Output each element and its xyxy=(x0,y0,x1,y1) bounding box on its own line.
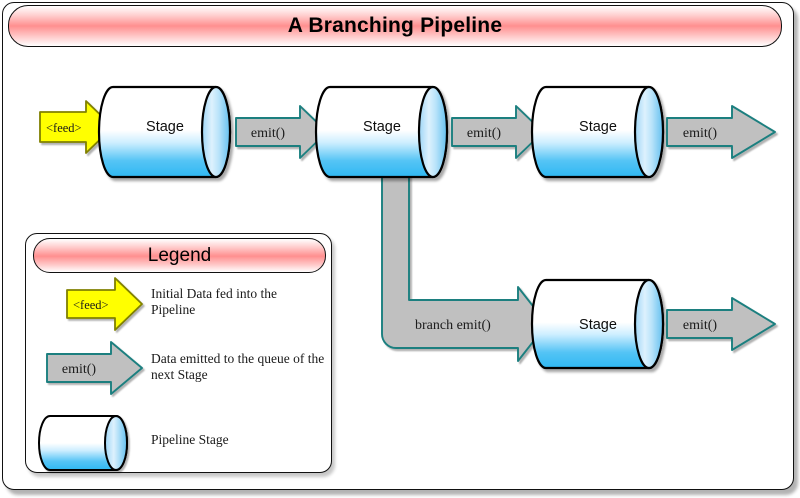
legend-emit-arrow-label: emit() xyxy=(62,362,97,377)
emit-arrow-2[interactable]: emit() xyxy=(451,105,544,159)
legend-item-2-description: Pipeline Stage xyxy=(151,432,229,447)
legend-feed-arrow-icon: <feed> xyxy=(66,277,143,331)
emit-arrow-1-label: emit() xyxy=(251,126,286,141)
legend-symbols: <feed> emit() xyxy=(38,277,143,471)
stage-4-label: Stage xyxy=(579,317,617,333)
legend: Legend xyxy=(25,233,332,473)
stage-3-label: Stage xyxy=(579,119,617,135)
stage-1-label: Stage xyxy=(146,119,184,135)
legend-cylinder-icon xyxy=(38,415,128,471)
stage-3[interactable]: Stage xyxy=(530,85,665,179)
stage-2[interactable]: Stage xyxy=(314,85,449,179)
stage-4[interactable]: Stage xyxy=(530,278,665,370)
branch-arrow[interactable]: branch emit() xyxy=(381,157,548,362)
stage-2-label: Stage xyxy=(363,119,401,135)
page-title: A Branching Pipeline xyxy=(287,14,503,37)
legend-emit-arrow-icon: emit() xyxy=(46,341,143,395)
feed-arrow-label: <feed> xyxy=(46,121,82,135)
title-banner: A Branching Pipeline xyxy=(8,5,782,47)
legend-item-0-description: Initial Data fed into the Pipeline xyxy=(151,286,277,317)
branch-arrow-label: branch emit() xyxy=(415,318,491,333)
emit-arrow-4[interactable]: emit() xyxy=(666,297,776,351)
emit-arrow-3[interactable]: emit() xyxy=(666,105,776,159)
legend-title: Legend xyxy=(147,244,212,266)
emit-arrow-2-label: emit() xyxy=(467,126,502,141)
legend-header: Legend xyxy=(33,238,326,273)
emit-arrow-3-label: emit() xyxy=(683,126,718,141)
emit-arrow-1[interactable]: emit() xyxy=(235,105,328,159)
stage-1[interactable]: Stage xyxy=(97,85,232,179)
legend-item-1-description: Data emitted to the queue of the next St… xyxy=(151,351,325,382)
emit-arrow-4-label: emit() xyxy=(683,318,718,333)
legend-feed-arrow-label: <feed> xyxy=(73,298,109,312)
